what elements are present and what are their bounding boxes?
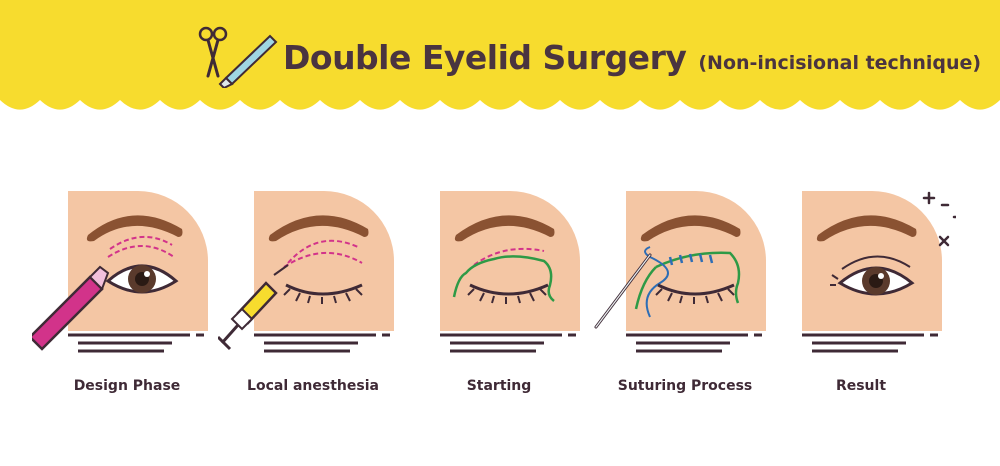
closed-eye <box>285 283 363 296</box>
sparkle-icon <box>922 191 956 247</box>
step-suturing-process <box>590 185 780 415</box>
eyebrow <box>268 215 369 242</box>
header-banner <box>0 0 1000 110</box>
eyebrow <box>86 215 183 242</box>
step-starting <box>404 185 594 415</box>
syringe-icon <box>218 264 289 351</box>
step-result <box>766 185 956 415</box>
closed-eye <box>657 283 735 296</box>
subtitle-text: (Non-incisional technique) <box>698 52 982 74</box>
face-shape <box>254 191 394 331</box>
suture-thread-icon <box>452 255 555 302</box>
face-shape <box>68 191 208 331</box>
eyebrow <box>816 215 917 242</box>
scissors-and-scalpel-icon <box>198 26 278 88</box>
step-label-result: Result <box>835 378 887 394</box>
face-shape <box>440 191 580 331</box>
step-label-suturing-process: Suturing Process <box>617 378 753 394</box>
needle-icon <box>594 253 652 329</box>
marker-pen-icon <box>32 265 110 351</box>
page-title: Double Eyelid Surgery (Non-incisional te… <box>283 38 981 88</box>
step-label-local-anesthesia: Local anesthesia <box>247 378 379 394</box>
eyebrow <box>640 215 741 242</box>
step-label-starting: Starting <box>466 378 532 394</box>
face-shape <box>802 191 942 331</box>
title-text: Double Eyelid Surgery <box>283 38 687 77</box>
eyebrow <box>454 215 555 242</box>
step-label-design-phase: Design Phase <box>73 378 181 394</box>
step-design-phase <box>32 185 222 415</box>
closed-eye <box>469 283 549 296</box>
step-local-anesthesia <box>218 185 408 415</box>
